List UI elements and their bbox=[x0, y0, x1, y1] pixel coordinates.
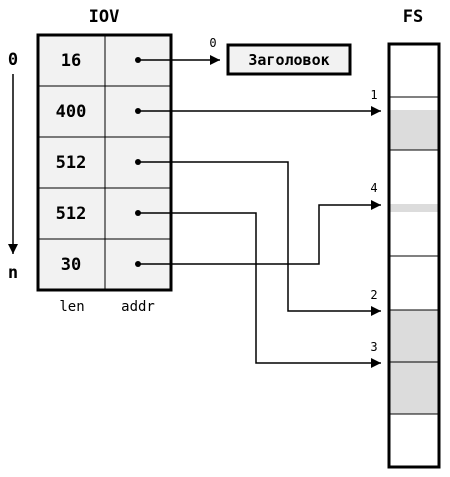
fs-title: FS bbox=[403, 7, 423, 27]
pointer-arrow-4 bbox=[138, 200, 381, 265]
addr-column-label: addr bbox=[121, 299, 155, 315]
pointer-label-2: 2 bbox=[370, 288, 377, 302]
fs-border bbox=[387, 42, 441, 469]
pointer-label-1: 1 bbox=[370, 88, 377, 102]
fs-column bbox=[387, 42, 441, 469]
pointer-label-3: 3 bbox=[370, 340, 377, 354]
iov-title: IOV bbox=[89, 7, 120, 27]
index-end-label: n bbox=[8, 263, 18, 283]
iov-row: 30 bbox=[61, 255, 141, 275]
pointer-arrow-2 bbox=[138, 161, 381, 316]
pointer-arrow-3 bbox=[138, 212, 381, 368]
iov-len-value: 512 bbox=[56, 204, 87, 224]
iov-len-value: 512 bbox=[56, 153, 87, 173]
fs-segment-4 bbox=[389, 204, 439, 212]
iov-len-value: 400 bbox=[56, 102, 87, 122]
pointer-label-4: 4 bbox=[370, 181, 377, 195]
header-box-label: Заголовок bbox=[248, 51, 329, 69]
fs-segment-1 bbox=[389, 110, 439, 150]
header-box bbox=[226, 43, 352, 76]
header-pointer-label: 0 bbox=[209, 36, 216, 50]
iov-len-value: 30 bbox=[61, 255, 81, 275]
len-column-label: len bbox=[59, 299, 84, 315]
iov-table: 16 400 512 512 30 bbox=[36, 33, 173, 292]
iov-len-value: 16 bbox=[61, 51, 81, 71]
index-start-label: 0 bbox=[8, 50, 18, 70]
